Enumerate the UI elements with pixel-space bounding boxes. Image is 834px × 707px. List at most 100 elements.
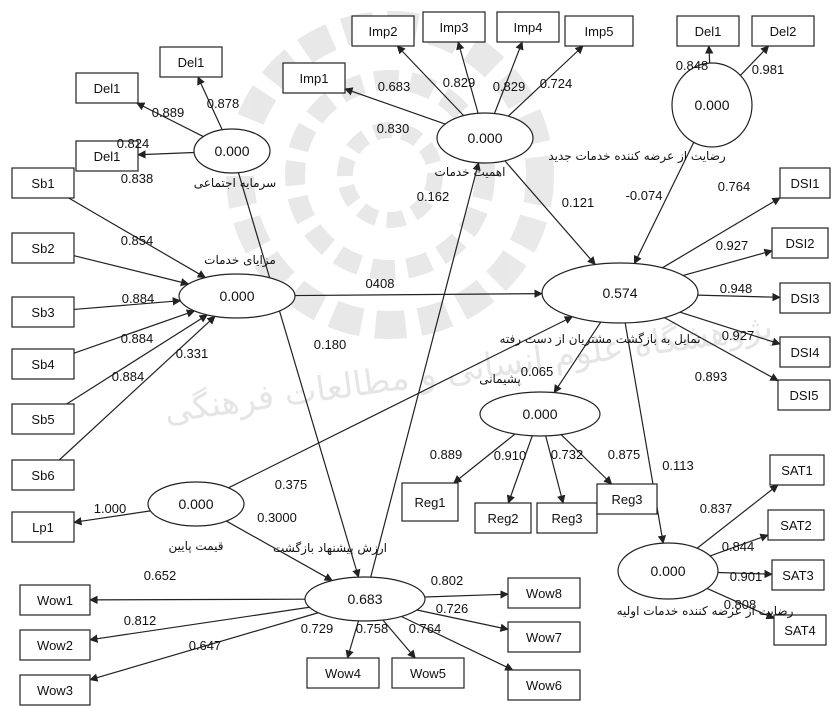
path-coefficient: 0.652 bbox=[144, 568, 177, 583]
path-arrow-return-dsi3 bbox=[697, 292, 781, 302]
latent-name: قیمت پایین bbox=[169, 539, 224, 554]
latent-value: 0.000 bbox=[694, 97, 729, 113]
indicator-sb3: Sb3 bbox=[11, 296, 75, 328]
indicator-label: Del1 bbox=[94, 149, 121, 164]
indicator-label: Wow4 bbox=[325, 666, 361, 681]
indicator-dsi4: DSI4 bbox=[779, 336, 831, 368]
path-arrow-regret-reg3a bbox=[545, 435, 566, 504]
path-arrow-offer-wow7 bbox=[416, 609, 509, 632]
path-coefficient: 0.884 bbox=[112, 369, 145, 384]
path-coefficient: 0.732 bbox=[551, 447, 584, 462]
indicator-dsi3: DSI3 bbox=[779, 282, 831, 314]
path-coefficient: 0.065 bbox=[521, 364, 554, 379]
indicator-label: Wow3 bbox=[37, 683, 73, 698]
path-coefficient: 0.180 bbox=[314, 337, 347, 352]
indicator-del1a: Del1 bbox=[75, 72, 139, 104]
path-arrow-benefit-return bbox=[294, 289, 543, 298]
path-coefficient: 0.901 bbox=[730, 569, 763, 584]
indicator-wow3: Wow3 bbox=[19, 674, 91, 706]
path-coefficient: 0.802 bbox=[431, 573, 464, 588]
path-arrow-importance-imp2 bbox=[396, 45, 465, 117]
latent-name: اهمیت خدمات bbox=[435, 165, 506, 179]
indicator-imp4: Imp4 bbox=[496, 11, 560, 43]
indicator-wow4: Wow4 bbox=[306, 657, 380, 689]
path-coefficient: 0.889 bbox=[152, 105, 185, 120]
path-arrow-social-offer bbox=[237, 172, 361, 578]
indicator-label: Wow8 bbox=[526, 586, 562, 601]
indicator-label: Reg1 bbox=[414, 495, 445, 510]
indicator-label: Wow1 bbox=[37, 593, 73, 608]
path-coefficient: 0408 bbox=[366, 276, 395, 291]
paths-layer bbox=[58, 41, 781, 682]
latent-value: 0.000 bbox=[467, 130, 502, 146]
latent-name: سرمایه اجتماعی bbox=[194, 176, 276, 191]
path-arrow-offer-wow6 bbox=[401, 615, 514, 671]
path-arrow-price-offer bbox=[226, 520, 333, 582]
indicator-label: Sb6 bbox=[31, 468, 54, 483]
indicator-del1b: Del1 bbox=[159, 46, 223, 78]
path-arrow-sb2-benefit bbox=[73, 255, 190, 287]
indicator-label: SAT1 bbox=[781, 463, 813, 478]
path-arrow-satinit-sat2 bbox=[709, 533, 769, 557]
path-coefficient: 0.889 bbox=[430, 447, 463, 462]
path-coefficient: 0.829 bbox=[443, 75, 476, 90]
path-coefficient: 0.726 bbox=[436, 601, 469, 616]
indicator-label: SAT2 bbox=[780, 518, 812, 533]
indicator-sb1: Sb1 bbox=[11, 167, 75, 199]
indicator-label: Sb1 bbox=[31, 176, 54, 191]
path-arrow-satinit-sat3 bbox=[717, 569, 773, 579]
path-arrow-sb6-benefit bbox=[58, 315, 216, 461]
path-coefficient: 0.758 bbox=[356, 621, 389, 636]
indicator-sat4: SAT4 bbox=[773, 614, 827, 646]
indicator-label: Sb2 bbox=[31, 241, 54, 256]
indicator-wow8: Wow8 bbox=[507, 577, 581, 609]
indicator-reg3a: Reg3 bbox=[536, 502, 598, 534]
path-arrow-sb5-benefit bbox=[66, 314, 208, 405]
path-arrow-offer-wow5 bbox=[382, 619, 416, 659]
path-coefficient: 0.829 bbox=[493, 79, 526, 94]
indicator-label: DSI4 bbox=[791, 345, 820, 360]
indicator-dsi1: DSI1 bbox=[779, 167, 831, 199]
latent-value: 0.000 bbox=[650, 563, 685, 579]
path-arrow-regret-reg3b bbox=[560, 434, 613, 485]
indicator-label: Sb5 bbox=[31, 412, 54, 427]
path-coefficient: 0.948 bbox=[720, 281, 753, 296]
latent-value: 0.000 bbox=[214, 143, 249, 159]
path-coefficient: 0.764 bbox=[718, 179, 751, 194]
indicator-del1c: Del1 bbox=[75, 140, 139, 172]
latent-name: پشیمانی bbox=[479, 372, 521, 386]
path-coefficient: 0.812 bbox=[124, 613, 157, 628]
path-coefficient: 0.683 bbox=[378, 79, 411, 94]
indicator-label: Reg3 bbox=[611, 492, 642, 507]
path-arrow-importance-imp5 bbox=[507, 45, 584, 117]
indicator-label: SAT3 bbox=[782, 568, 814, 583]
indicator-label: Imp3 bbox=[440, 20, 469, 35]
path-coefficient: 0.830 bbox=[377, 121, 410, 136]
path-coefficient: 0.927 bbox=[716, 238, 749, 253]
indicator-sat1: SAT1 bbox=[769, 454, 825, 486]
indicator-label: Wow7 bbox=[526, 630, 562, 645]
path-coefficient: 0.121 bbox=[562, 195, 595, 210]
path-coefficient: 0.837 bbox=[700, 501, 733, 516]
path-arrow-return-dsi5 bbox=[664, 317, 779, 382]
path-coefficient: 0.854 bbox=[121, 233, 154, 248]
indicator-sb6: Sb6 bbox=[11, 459, 75, 491]
indicator-label: Wow2 bbox=[37, 638, 73, 653]
path-coefficient: 0.3000 bbox=[257, 510, 297, 525]
latent-name: ارزش پیشنهاد بازگشت bbox=[273, 541, 387, 556]
indicator-label: Reg2 bbox=[487, 511, 518, 526]
indicator-del2r: Del2 bbox=[751, 15, 815, 47]
indicator-label: Sb4 bbox=[31, 357, 54, 372]
latent-value: 0.683 bbox=[347, 591, 382, 607]
indicator-sb4: Sb4 bbox=[11, 348, 75, 380]
indicator-reg2: Reg2 bbox=[474, 502, 532, 534]
indicator-label: DSI1 bbox=[791, 176, 820, 191]
indicator-reg1: Reg1 bbox=[401, 482, 459, 522]
path-coefficient: 0.878 bbox=[207, 96, 240, 111]
latent-offer: 0.683 ارزش پیشنهاد بازگشت bbox=[273, 541, 426, 622]
path-arrow-offer-wow1 bbox=[89, 595, 306, 605]
